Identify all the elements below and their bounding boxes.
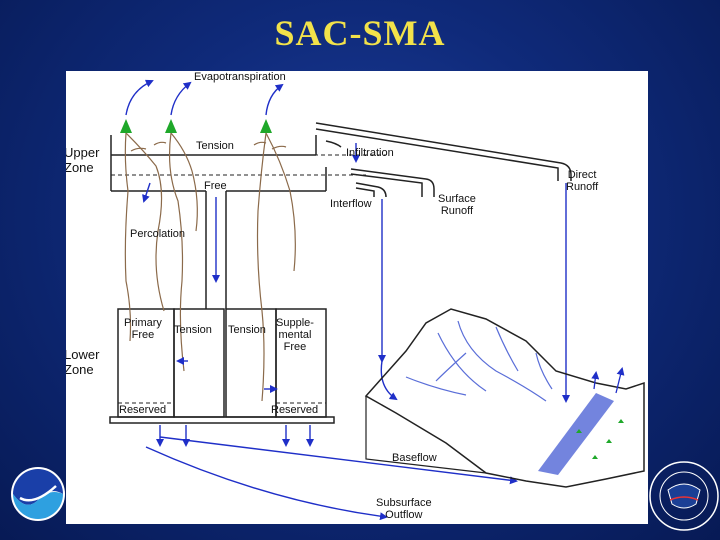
evapotranspiration-arrows xyxy=(125,79,284,116)
diagram-panel: Evapotranspiration Upper Zone Lower Zone… xyxy=(66,71,648,524)
label-reserved-right: Reserved xyxy=(271,404,319,416)
slide-title: SAC-SMA xyxy=(274,13,446,53)
watershed-hill xyxy=(364,308,645,488)
label-interflow: Interflow xyxy=(330,198,372,210)
label-primary-free: Primary Free xyxy=(124,317,162,341)
label-direct-runoff: Direct Runoff xyxy=(566,169,599,193)
nws-cnrfc-logo xyxy=(649,461,719,531)
label-percolation: Percolation xyxy=(130,228,186,240)
sac-sma-diagram xyxy=(109,79,645,521)
overflow-gutters xyxy=(315,122,572,198)
label-lower-zone: Lower Zone xyxy=(66,347,100,377)
label-tension-right: Tension xyxy=(228,324,266,336)
label-supplemental-free: Supple- mental Free xyxy=(276,317,314,353)
label-subsurface-outflow: Subsurface Outflow xyxy=(376,497,432,521)
label-free-upper: Free xyxy=(204,180,227,192)
label-infiltration: Infiltration xyxy=(346,147,394,159)
noaa-logo xyxy=(11,467,65,521)
label-tension-upper: Tension xyxy=(196,140,234,152)
label-surface-runoff: Surface Runoff xyxy=(438,193,476,217)
label-baseflow: Baseflow xyxy=(392,452,437,464)
root-systems xyxy=(124,132,296,402)
label-upper-zone: Upper Zone xyxy=(66,145,100,175)
upper-zone-tank xyxy=(110,135,386,192)
label-evapotranspiration: Evapotranspiration xyxy=(194,71,286,83)
plant-icons xyxy=(120,119,272,133)
lower-zone-tanks xyxy=(109,308,335,424)
label-reserved-left: Reserved xyxy=(119,404,167,416)
label-tension-left: Tension xyxy=(174,324,212,336)
flow-arrows xyxy=(142,143,570,521)
percolation-pipe xyxy=(205,191,227,309)
